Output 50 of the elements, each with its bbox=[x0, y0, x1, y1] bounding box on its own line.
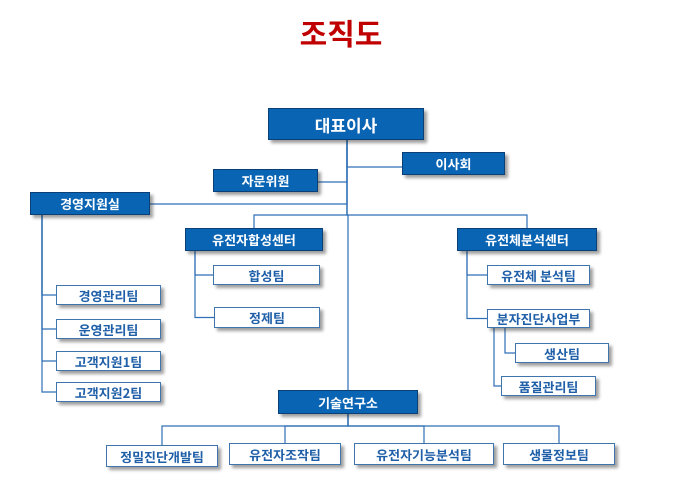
node-label: 고객지원2팀 bbox=[74, 382, 142, 402]
node-label: 유전체 분석팀 bbox=[501, 266, 576, 284]
node-label: 대표이사 bbox=[314, 112, 378, 136]
team-box bbox=[229, 443, 341, 465]
node-label: 생물정보팀 bbox=[529, 444, 589, 464]
department-box bbox=[213, 169, 318, 192]
chart-title: 조직도 bbox=[298, 10, 384, 54]
team-box bbox=[213, 265, 320, 285]
node-label: 유전자기능분석팀 bbox=[376, 444, 472, 464]
node-label: 자문위원 bbox=[242, 171, 290, 190]
department-box bbox=[30, 192, 150, 215]
connector-line bbox=[504, 328, 515, 354]
team-box bbox=[56, 382, 161, 402]
department-box bbox=[457, 228, 597, 251]
department-box bbox=[185, 228, 323, 251]
node-label: 합성팀 bbox=[248, 266, 284, 284]
department-box bbox=[402, 152, 505, 175]
node-label: 경영지원실 bbox=[60, 194, 120, 213]
team-box bbox=[56, 351, 161, 371]
node-label: 생산팀 bbox=[544, 344, 580, 362]
node-label: 경영관리팀 bbox=[78, 286, 138, 304]
node-label: 유전체분석센터 bbox=[485, 230, 569, 249]
team-box bbox=[487, 265, 590, 285]
team-box bbox=[106, 445, 218, 467]
team-box bbox=[354, 443, 494, 465]
node-label: 이사회 bbox=[436, 154, 472, 173]
connector-line bbox=[41, 215, 56, 393]
node-label: 유전자조작팀 bbox=[249, 444, 321, 464]
department-box bbox=[278, 390, 418, 414]
team-box bbox=[515, 343, 609, 363]
connector-line bbox=[466, 251, 487, 320]
connector-line bbox=[347, 414, 560, 443]
node-label: 품질관리팀 bbox=[518, 376, 578, 396]
connector-line bbox=[346, 140, 349, 390]
team-box bbox=[214, 307, 320, 328]
node-label: 운영관리팀 bbox=[78, 320, 138, 338]
team-box bbox=[56, 285, 161, 305]
team-box bbox=[501, 376, 596, 396]
node-label: 고객지원1팀 bbox=[74, 352, 142, 370]
connector-line bbox=[493, 328, 501, 387]
node-label: 기술연구소 bbox=[318, 392, 378, 412]
node-label: 정제팀 bbox=[249, 308, 285, 327]
node-label: 정밀진단개발팀 bbox=[120, 446, 204, 466]
department-box bbox=[268, 108, 424, 140]
connector-line bbox=[194, 251, 214, 318]
team-box bbox=[56, 319, 161, 339]
node-label: 분자진단사업부 bbox=[496, 309, 580, 328]
team-box bbox=[487, 309, 590, 328]
node-label: 유전자합성센터 bbox=[212, 230, 296, 249]
team-box bbox=[503, 443, 615, 465]
